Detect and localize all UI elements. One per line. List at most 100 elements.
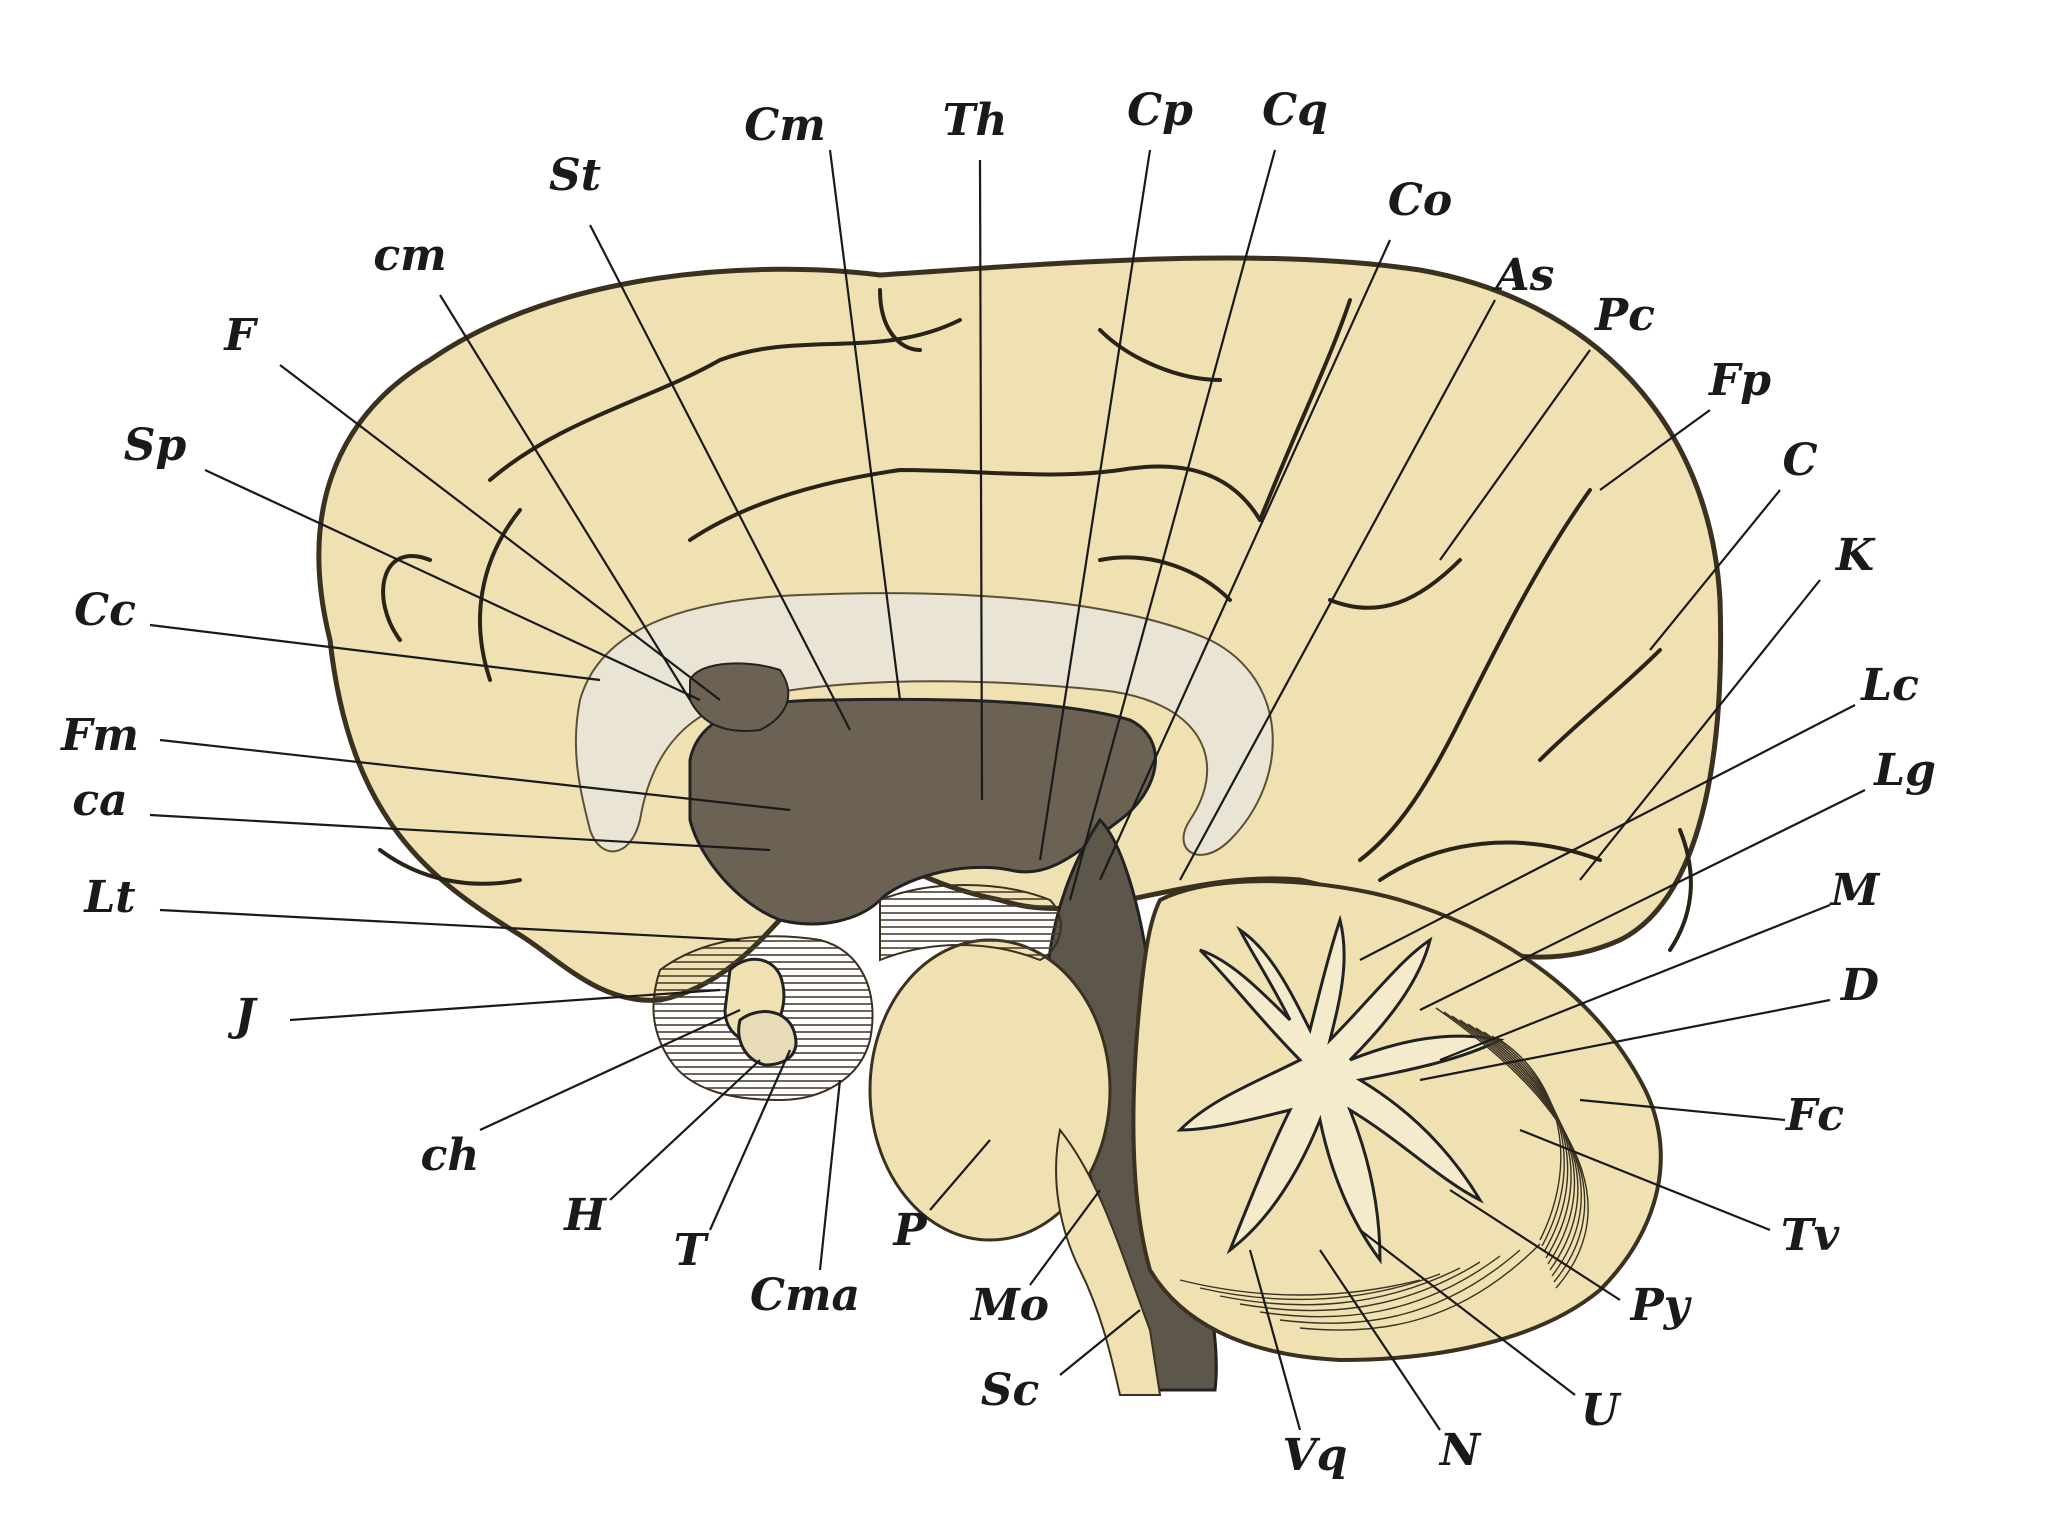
folium-line — [1467, 1023, 1576, 1265]
leader-line-st — [589, 224, 851, 731]
corpus-callosum — [574, 592, 1274, 856]
cortical-sulci — [378, 288, 1693, 952]
label-th: Th — [943, 95, 1008, 146]
label-sc: Sc — [981, 1365, 1040, 1416]
leader-line-h — [609, 1059, 761, 1201]
leader-line-t — [708, 1049, 792, 1231]
leader-line-cm_top — [828, 149, 902, 701]
folium-line — [1199, 1273, 1441, 1301]
label-as: As — [1492, 250, 1555, 301]
label-lc: Lc — [1859, 660, 1919, 711]
label-fm: Fm — [59, 710, 139, 761]
label-sp: Sp — [124, 420, 187, 471]
label-m: M — [1829, 865, 1881, 916]
label-p: P — [891, 1205, 928, 1256]
folium-line — [1279, 1249, 1521, 1324]
leader-line-sp — [204, 469, 701, 701]
leader-line-cc — [149, 623, 601, 682]
leader-line-sc — [1059, 1309, 1141, 1376]
label-lt: Lt — [82, 872, 135, 923]
folium-line — [1475, 1027, 1572, 1259]
label-cm: cm — [373, 230, 446, 281]
label-cq: Cq — [1262, 85, 1328, 136]
label-h: H — [562, 1190, 607, 1241]
leader-line-th — [978, 159, 984, 801]
label-co: Co — [1388, 175, 1452, 226]
leader-line-u — [1359, 1229, 1576, 1396]
label-j: J — [228, 990, 259, 1041]
label-t: T — [674, 1225, 710, 1276]
leader-line-as — [1179, 299, 1496, 881]
label-d: D — [1839, 960, 1879, 1011]
label-k: K — [1834, 530, 1876, 581]
folium-line — [1443, 1011, 1586, 1283]
folium-line — [1299, 1243, 1541, 1331]
label-n: N — [1438, 1425, 1482, 1476]
septum-lucidum — [689, 662, 790, 732]
label-pc: Pc — [1593, 290, 1655, 341]
leader-line-k — [1579, 579, 1821, 881]
medulla — [1055, 1127, 1162, 1396]
label-st: St — [549, 150, 601, 201]
folium-line — [1435, 1007, 1589, 1289]
folium-line — [1483, 1031, 1569, 1253]
label-tv: Tv — [1781, 1210, 1840, 1261]
leader-line-mo — [1029, 1189, 1101, 1286]
leader-line-cq — [1068, 149, 1277, 901]
leader-line-ch — [479, 1009, 741, 1131]
folium-line — [1491, 1035, 1565, 1247]
leader-line-co — [1098, 239, 1392, 881]
folium-line — [1179, 1279, 1421, 1296]
leader-line-cp — [1038, 149, 1152, 861]
label-fc: Fc — [1784, 1090, 1844, 1141]
leader-line-p — [929, 1139, 991, 1211]
leader-line-pc — [1439, 349, 1591, 561]
leader-line-f — [279, 364, 721, 701]
leader-lines — [149, 149, 1866, 1431]
label-cp: Cp — [1127, 85, 1193, 136]
pons-hatch — [879, 884, 1062, 962]
leader-line-ca — [149, 813, 771, 852]
leader-line-fc — [1579, 1098, 1786, 1122]
label-cma: Cma — [750, 1270, 860, 1321]
label-cm: Cm — [744, 100, 826, 151]
leader-line-c — [1649, 489, 1781, 651]
folium-line — [1259, 1255, 1501, 1318]
label-ch: ch — [421, 1130, 480, 1181]
leader-line-vq — [1248, 1249, 1302, 1431]
leader-line-lt — [159, 908, 741, 942]
label-mo: Mo — [969, 1280, 1049, 1331]
leader-line-tv — [1519, 1128, 1771, 1232]
leader-line-cma — [818, 1079, 842, 1271]
hypophysis — [737, 1010, 798, 1067]
label-lg: Lg — [1872, 745, 1936, 796]
leader-line-d — [1419, 998, 1831, 1082]
label-f: F — [222, 310, 258, 361]
folium-line — [1499, 1039, 1562, 1241]
leader-line-lc — [1359, 704, 1856, 961]
cerebellar-folia — [1179, 1007, 1589, 1331]
leader-line-j — [289, 988, 721, 1022]
leader-line-lg — [1419, 789, 1866, 1011]
folium-line — [1219, 1267, 1461, 1306]
leader-line-fp — [1599, 409, 1711, 491]
folium-line — [1451, 1015, 1582, 1277]
label-c: C — [1782, 435, 1817, 486]
folium-line — [1459, 1019, 1579, 1271]
leader-line-m — [1439, 903, 1831, 1062]
label-py: Py — [1629, 1280, 1693, 1331]
label-ca: ca — [72, 775, 127, 826]
leader-line-fm — [159, 738, 791, 812]
leader-line-py — [1449, 1189, 1621, 1301]
leader-line-cm — [439, 294, 691, 701]
label-cc: Cc — [74, 585, 136, 636]
leader-line-n — [1319, 1249, 1441, 1431]
label-u: U — [1581, 1385, 1622, 1436]
arbor-vitae — [1176, 914, 1505, 1265]
label-fp: Fp — [1707, 355, 1771, 406]
label-vq: Vq — [1283, 1430, 1348, 1481]
folium-line — [1239, 1261, 1481, 1312]
